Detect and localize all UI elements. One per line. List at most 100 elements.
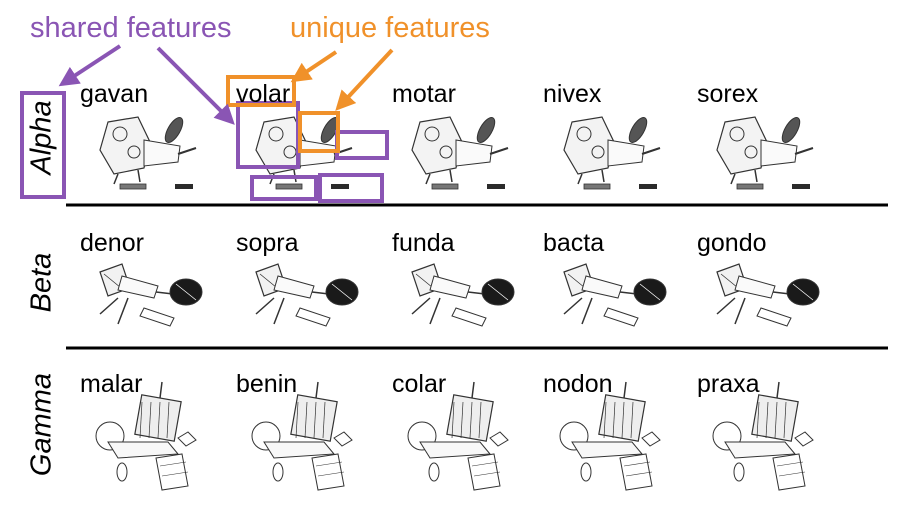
satellite-detail — [166, 401, 170, 439]
satellite-detail — [315, 461, 343, 467]
row-label-beta: Beta — [25, 252, 58, 313]
satellite-detail — [175, 283, 197, 301]
item-label-sopra: sopra — [236, 229, 299, 257]
satellite-panel — [487, 184, 505, 189]
shared-arrow — [58, 44, 122, 87]
satellite-detail — [478, 401, 482, 439]
satellite-ring — [559, 421, 589, 451]
item-label-volar: volar — [236, 80, 291, 108]
satellite-mast — [159, 381, 163, 399]
satellite-detail — [127, 145, 141, 159]
satellite-deck — [571, 441, 644, 459]
satellite-net — [177, 431, 197, 447]
satellite-leg — [137, 169, 141, 183]
satellite-boom — [177, 147, 197, 155]
unique-feature-box — [298, 111, 340, 153]
satellite-detail — [630, 401, 634, 439]
satellite-sopra — [255, 263, 359, 327]
satellite-leg — [425, 173, 431, 185]
satellite-truss — [581, 275, 623, 299]
satellite-boom — [641, 147, 661, 155]
shared-feature-box — [318, 173, 384, 203]
satellite-detail — [157, 401, 161, 439]
satellite-detail — [460, 401, 464, 439]
satellite-gondo — [716, 263, 820, 327]
satellite-leg — [99, 297, 119, 315]
satellite-detail — [148, 401, 152, 439]
item-label-nodon: nodon — [543, 370, 613, 398]
satellite-deck — [419, 441, 492, 459]
unique-arrow — [335, 48, 394, 111]
satellite-panel — [639, 184, 657, 189]
satellite-ring — [95, 421, 125, 451]
satellite-detail — [471, 461, 499, 467]
satellite-detail — [424, 126, 440, 142]
satellite-leg — [117, 297, 129, 325]
satellite-truss — [734, 275, 776, 299]
satellite-detail — [473, 471, 501, 477]
item-label-motar: motar — [392, 80, 456, 108]
satellite-detail — [639, 283, 661, 301]
satellite-detail — [576, 126, 592, 142]
satellite-leg — [113, 173, 119, 185]
satellite-detail — [112, 126, 128, 142]
satellite-detail — [317, 471, 345, 477]
item-label-bacta: bacta — [543, 229, 605, 257]
satellite-antenna — [628, 117, 648, 143]
satellite-panel — [756, 307, 792, 327]
satellite-sorex — [716, 116, 814, 190]
unique-feature-box — [226, 75, 296, 107]
satellite-leg — [563, 297, 583, 315]
item-label-colar: colar — [392, 370, 447, 398]
satellite-nivex — [563, 116, 661, 190]
satellite-leg — [577, 173, 583, 185]
satellite-nozzle — [116, 462, 128, 482]
satellite-detail — [625, 471, 653, 477]
item-label-malar: malar — [80, 370, 143, 398]
shared-arrow — [156, 46, 235, 125]
satellite-cone — [607, 139, 645, 167]
satellite-mast — [315, 381, 319, 399]
satellite-denor — [99, 263, 203, 327]
satellite-truss — [117, 275, 159, 299]
satellite-panel — [583, 183, 611, 190]
satellite-antenna — [476, 117, 496, 143]
satellite-detail — [623, 461, 651, 467]
satellite-nodon — [559, 381, 661, 491]
satellite-colar — [407, 381, 509, 491]
shared-feature-box — [335, 130, 389, 160]
unique-features-annotation: unique features — [290, 12, 490, 44]
satellite-nozzle — [733, 462, 745, 482]
satellite-detail — [268, 126, 284, 142]
satellite-panel — [139, 307, 175, 327]
satellite-motar — [411, 116, 509, 190]
satellite-detail — [792, 283, 814, 301]
satellite-detail — [295, 401, 299, 439]
satellite-detail — [161, 471, 189, 477]
satellite-truss — [273, 275, 315, 299]
satellite-cone — [760, 139, 798, 167]
satellite-leg — [734, 297, 746, 325]
satellite-detail — [139, 401, 143, 439]
satellite-detail — [304, 401, 308, 439]
satellite-net — [489, 431, 509, 447]
satellite-leg — [581, 297, 593, 325]
satellite-detail — [487, 283, 509, 301]
satellite-leg — [754, 169, 758, 183]
satellite-antenna — [781, 117, 801, 143]
item-label-nivex: nivex — [543, 80, 602, 108]
satellite-detail — [776, 461, 804, 467]
satellite-body — [99, 116, 151, 175]
satellite-panel — [603, 307, 639, 327]
satellite-leg — [255, 297, 275, 315]
satellite-detail — [322, 401, 326, 439]
satellite-body — [290, 394, 338, 442]
alpha-label-box — [20, 91, 66, 199]
satellite-panel — [736, 183, 764, 190]
item-label-funda: funda — [392, 229, 455, 257]
satellite-detail — [744, 145, 758, 159]
satellite-body — [716, 116, 768, 175]
satellite-panel — [331, 184, 349, 189]
satellite-body — [134, 394, 182, 442]
satellite-antenna — [164, 117, 184, 143]
